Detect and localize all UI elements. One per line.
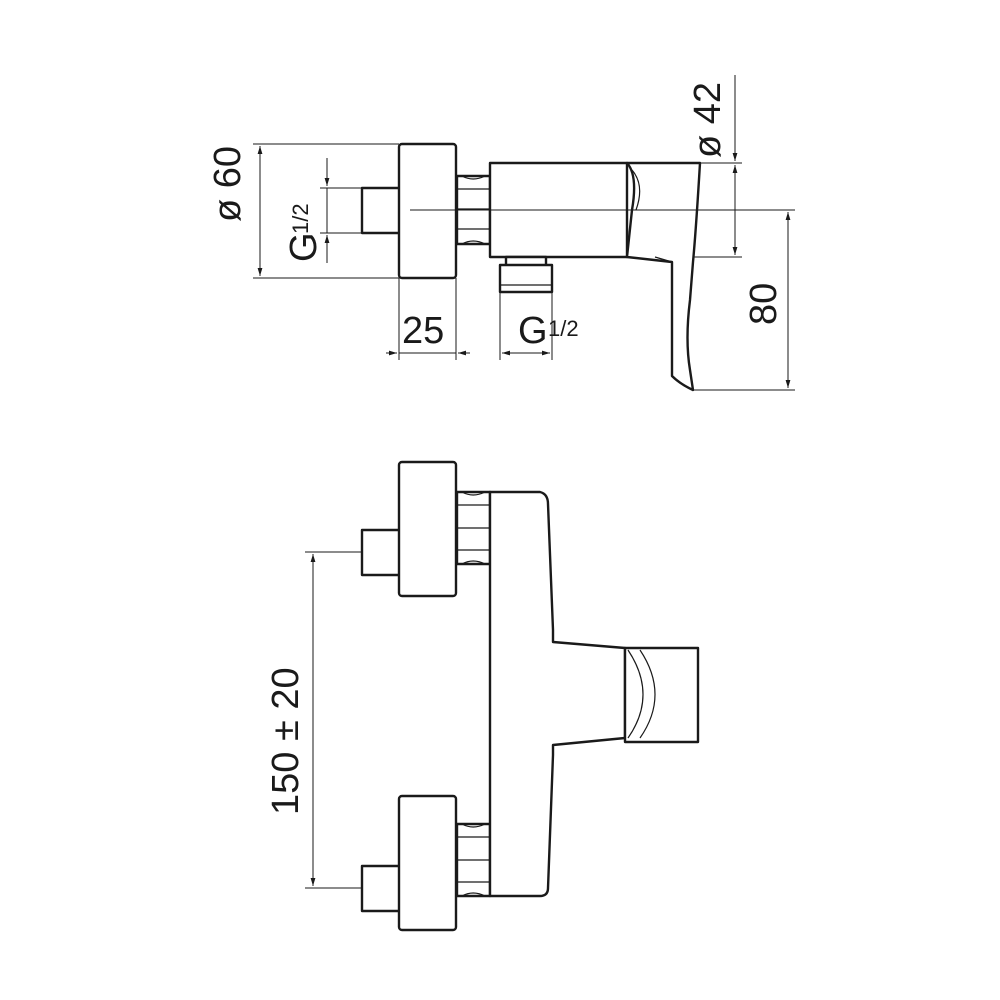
- side-wall-flange: [397, 142, 458, 280]
- inlet-thread-label: G 1/2: [283, 203, 325, 262]
- front-lever-curve: [627, 649, 644, 739]
- front-lever-curve-inner: [639, 649, 656, 739]
- front-mixer-body: [488, 490, 627, 898]
- front-lower-hex-nut: [455, 822, 492, 898]
- lever-diameter-label: ø 42: [687, 82, 729, 158]
- svg-text:G: G: [283, 232, 325, 262]
- front-lower-flange: [397, 794, 458, 932]
- front-lever: [623, 646, 700, 744]
- front-upper-inlet-stub: [360, 528, 402, 577]
- flange-diameter-label: ø 60: [207, 146, 249, 222]
- side-outlet: [498, 255, 554, 294]
- svg-text:G: G: [518, 310, 548, 352]
- flange-depth-label: 25: [402, 310, 444, 352]
- svg-text:1/2: 1/2: [288, 203, 313, 234]
- height-label: 80: [743, 283, 785, 325]
- outlet-thread-label: G 1/2: [518, 310, 579, 352]
- side-inlet-stub: [360, 186, 402, 235]
- svg-text:1/2: 1/2: [548, 316, 579, 341]
- side-view: ø 60 G 1/2 25 G 1/2 ø 42: [207, 75, 795, 392]
- side-lever-edge: [631, 169, 641, 211]
- center-distance-label: 150 ± 20: [265, 667, 307, 815]
- side-lever-joint: [654, 256, 673, 263]
- front-lower-inlet-stub: [360, 864, 402, 913]
- front-upper-hex-nut: [455, 490, 492, 566]
- front-upper-flange: [397, 460, 458, 598]
- front-view: 150 ± 20: [265, 460, 700, 932]
- side-lever: [625, 161, 702, 392]
